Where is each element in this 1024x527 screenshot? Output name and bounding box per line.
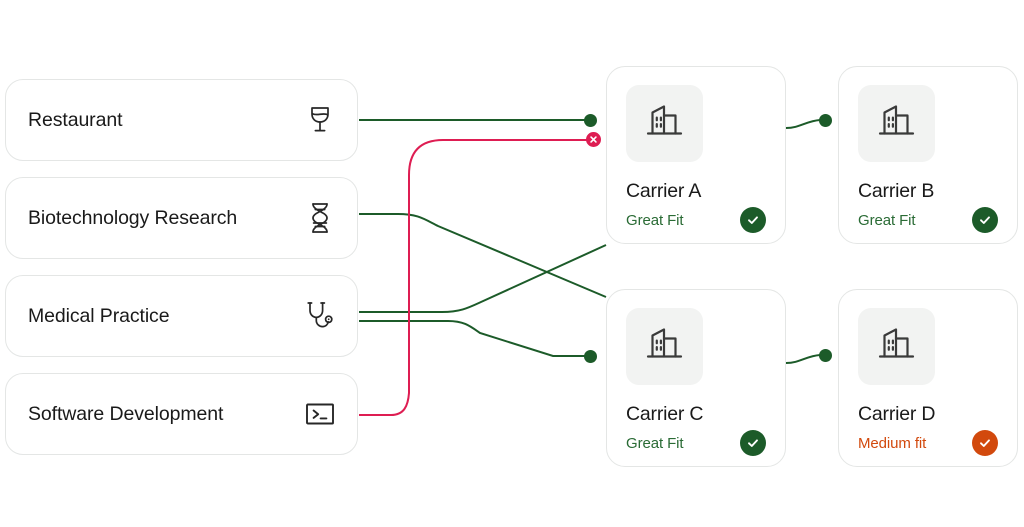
carrier-logo: [626, 85, 703, 162]
industry-label: Software Development: [28, 402, 224, 425]
status-badge: [972, 207, 998, 233]
endpoint-x-software-development-to-carrier-a[interactable]: [586, 132, 601, 147]
carrier-name: Carrier A: [626, 180, 702, 202]
carrier-footer: Great Fit: [858, 207, 998, 233]
link-medical-practice-to-carrier-a: [359, 244, 607, 313]
stethoscope-icon: [305, 300, 335, 332]
industry-card-restaurant[interactable]: Restaurant: [5, 79, 358, 161]
link-biotechnology-research-to-carrier-c: [359, 213, 607, 298]
building-icon: [876, 102, 918, 145]
industry-card-medical-practice[interactable]: Medical Practice: [5, 275, 358, 357]
industry-label: Biotechnology Research: [28, 206, 238, 229]
carrier-logo: [858, 85, 935, 162]
wine-glass-icon: [305, 104, 335, 136]
industry-label: Restaurant: [28, 108, 123, 131]
building-icon: [644, 325, 686, 368]
status-badge: [972, 430, 998, 456]
carrier-name: Carrier C: [626, 403, 704, 425]
building-icon: [876, 325, 918, 368]
industry-card-biotechnology-research[interactable]: Biotechnology Research: [5, 177, 358, 259]
carrier-logo: [858, 308, 935, 385]
building-icon: [644, 102, 686, 145]
link-carrier-c-to-carrier-d: [785, 354, 821, 364]
carrier-footer: Medium fit: [858, 430, 998, 456]
check-icon: [746, 436, 760, 450]
carrier-card-carrier-d[interactable]: Carrier D Medium fit: [838, 289, 1018, 467]
carrier-footer: Great Fit: [626, 430, 766, 456]
fit-label: Medium fit: [858, 434, 927, 452]
status-badge: [740, 207, 766, 233]
link-software-development-to-carrier-a: [359, 139, 588, 416]
fit-label: Great Fit: [858, 211, 916, 229]
endpoint-dot-restaurant-to-carrier-a: [584, 113, 597, 127]
carrier-card-carrier-c[interactable]: Carrier C Great Fit: [606, 289, 786, 467]
check-icon: [746, 213, 760, 227]
carrier-card-carrier-b[interactable]: Carrier B Great Fit: [838, 66, 1018, 244]
check-icon: [978, 213, 992, 227]
terminal-icon: [305, 398, 335, 430]
carrier-footer: Great Fit: [626, 207, 766, 233]
industry-label: Medical Practice: [28, 304, 170, 327]
check-icon: [978, 436, 992, 450]
dna-icon: [305, 202, 335, 234]
industry-card-software-development[interactable]: Software Development: [5, 373, 358, 455]
status-badge: [740, 430, 766, 456]
endpoint-dot-medical-practice-to-carrier-c: [584, 349, 597, 363]
endpoint-dot-carrier-c-to-carrier-d: [819, 348, 832, 362]
link-medical-practice-to-carrier-c: [359, 320, 590, 357]
carrier-logo: [626, 308, 703, 385]
fit-label: Great Fit: [626, 211, 684, 229]
link-carrier-a-to-carrier-b: [785, 119, 821, 129]
carrier-name: Carrier D: [858, 403, 936, 425]
fit-label: Great Fit: [626, 434, 684, 452]
carrier-card-carrier-a[interactable]: Carrier A Great Fit: [606, 66, 786, 244]
carrier-name: Carrier B: [858, 180, 935, 202]
endpoint-dot-carrier-a-to-carrier-b: [819, 113, 832, 127]
close-icon: [586, 132, 601, 147]
